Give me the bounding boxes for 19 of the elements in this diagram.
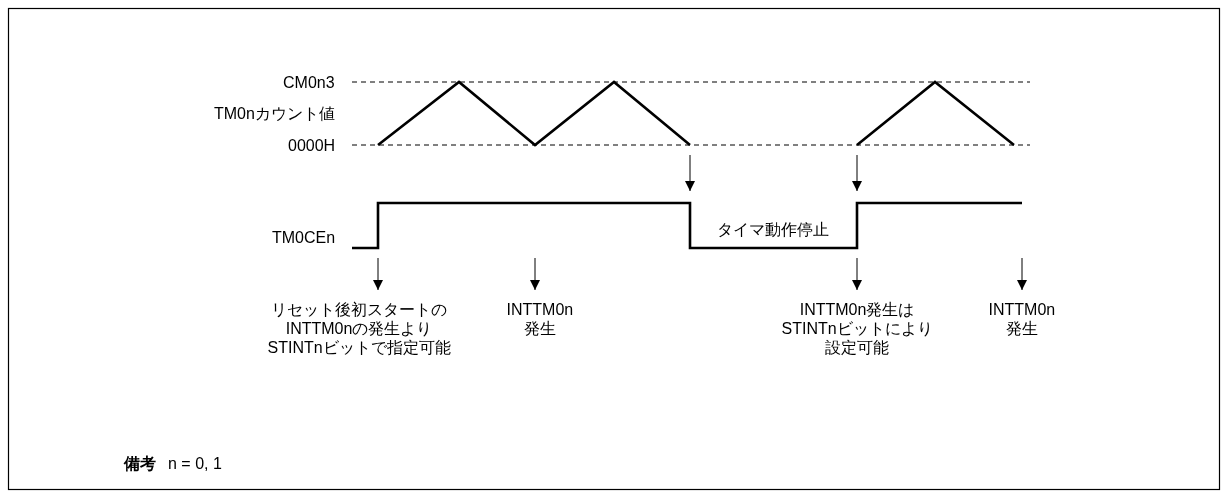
arrow	[685, 154, 695, 192]
arrow	[852, 257, 862, 291]
note-heading: 備考	[124, 453, 156, 473]
level-label: 0000H	[288, 135, 336, 155]
annotation-text: INTTM0n発生	[988, 300, 1056, 338]
arrow	[1017, 257, 1027, 291]
arrow	[852, 154, 862, 192]
signal-label: TM0CEn	[272, 227, 336, 247]
state-label: タイマ動作停止	[717, 219, 829, 239]
note-text: n = 0, 1	[168, 453, 222, 473]
level-label: CM0n3	[283, 72, 335, 92]
count-waveform	[376, 80, 1016, 147]
annotation-text: INTTM0n発生	[506, 300, 574, 338]
annotation-text: リセット後初スタートのINTTM0nの発生よりSTINTnビットで指定可能	[267, 300, 451, 357]
axis-label: TM0nカウント値	[214, 103, 335, 123]
arrow	[530, 257, 540, 291]
annotation-text: INTTM0n発生はSTINTnビットにより設定可能	[781, 300, 933, 357]
arrow	[373, 257, 383, 291]
enable-waveform	[350, 201, 1024, 250]
